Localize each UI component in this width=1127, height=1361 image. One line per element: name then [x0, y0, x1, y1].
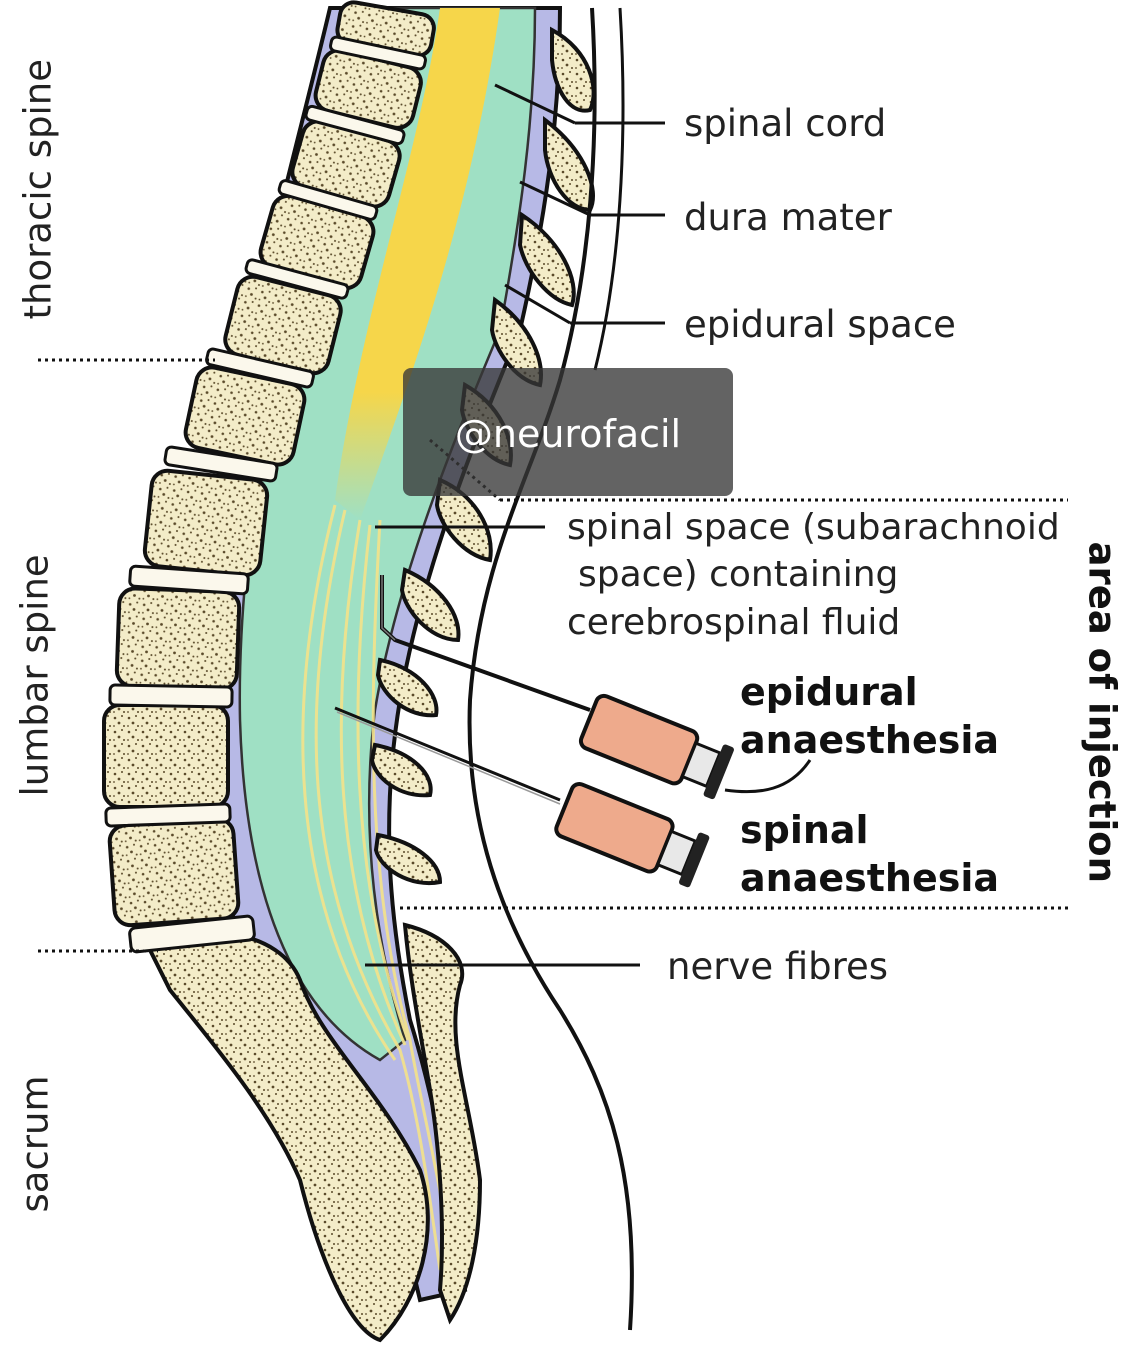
label-sacrum: sacrum: [14, 1083, 57, 1213]
label-thoracic-spine: thoracic spine: [17, 60, 60, 320]
label-spinal-space-line3: cerebrospinal fluid: [567, 601, 900, 644]
back-inner-outline: [595, 8, 623, 370]
label-epidural-line1: epidural: [740, 670, 918, 716]
label-spinal-line2: anaesthesia: [740, 856, 999, 902]
label-lumbar-spine: lumbar spine: [14, 567, 57, 797]
watermark-badge: @neurofacil: [403, 368, 733, 496]
watermark-text: @neurofacil: [403, 412, 733, 456]
label-spinal-space-line2: space) containing: [578, 553, 898, 596]
label-spinal-cord: spinal cord: [684, 102, 886, 146]
label-epidural-line2: anaesthesia: [740, 718, 999, 764]
label-spinal-line1: spinal: [740, 808, 869, 854]
label-dura-mater: dura mater: [684, 196, 892, 240]
label-spinal-space-line1: spinal space (subarachnoid: [567, 506, 1060, 549]
label-nerve-fibres: nerve fibres: [667, 945, 888, 989]
label-area-of-injection: area of injection: [1081, 542, 1124, 842]
label-epidural-space: epidural space: [684, 303, 956, 347]
